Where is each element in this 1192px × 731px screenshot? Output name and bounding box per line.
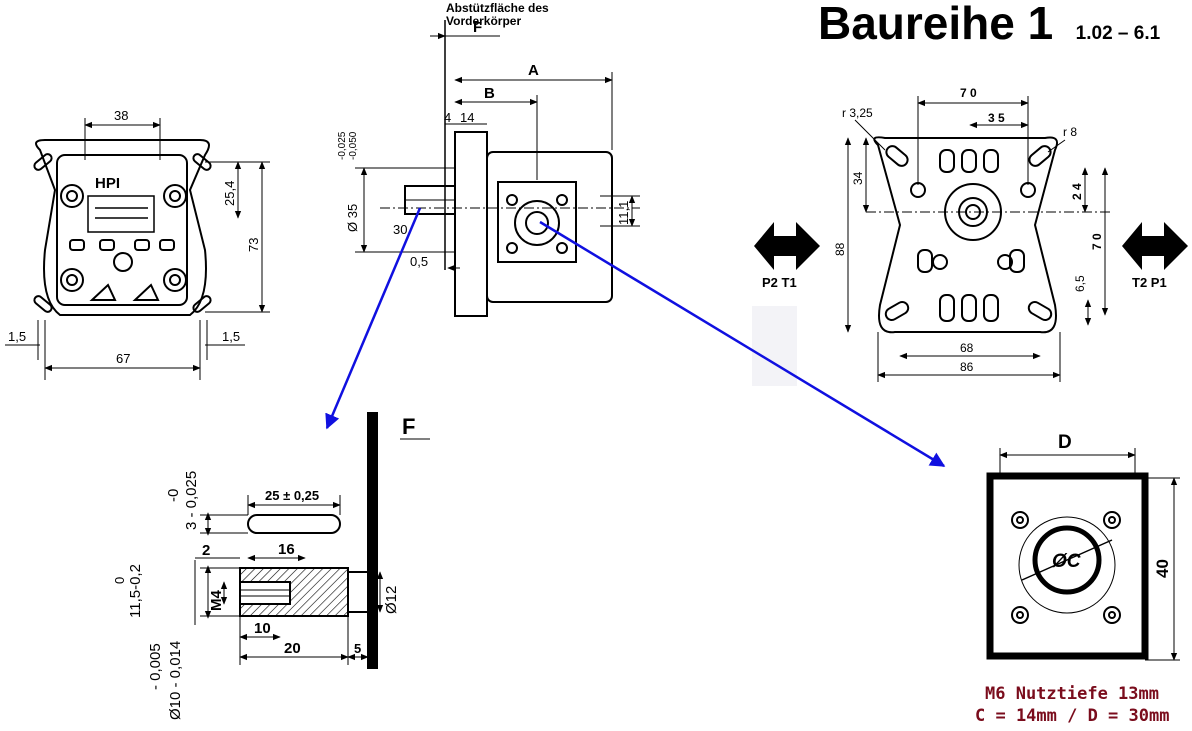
flange-view-labels: r 3,25 r 8 7 0 3 5 34 88 2 4 7 0 6,5 68 …: [833, 86, 1104, 374]
port-caption-line-1: M6 Nutztiefe 13mm: [985, 684, 1159, 704]
dim-side-tol: -0,025: [337, 131, 348, 160]
dim-front-width: 67: [116, 351, 130, 366]
dim-front-height-a: 25,4: [222, 181, 237, 206]
dim-thread: M4: [208, 590, 225, 611]
shaft-detail-labels: F 25 ± 0,25 -0 3 - 0,025 2 16 0 11,5-0,2…: [112, 414, 415, 720]
dim-side-dia: Ø 35: [345, 204, 360, 232]
side-body: [486, 151, 613, 303]
series-title: Baureihe 1 1.02 – 6.1: [818, 0, 1160, 50]
dim-side-gap: 0,5: [410, 254, 428, 269]
flow-arrow-right-in: [1122, 222, 1142, 270]
side-port: [497, 181, 577, 263]
series-title-range: 1.02 – 6.1: [1075, 23, 1161, 44]
dim-flange-w70: 7 0: [960, 86, 977, 100]
flow-arrow-left-in: [754, 222, 774, 270]
callout-arrow-port: [539, 220, 946, 468]
support-surface-note: Abstützfläche des Vorderkörper: [446, 2, 549, 28]
side-view-labels: F A B 4 14 -0,025 -0,050 Ø 35 30 0,5 11,…: [337, 19, 631, 269]
dim-key-tol-b: 3 - 0,025: [183, 471, 200, 530]
dim-front-height-b: 73: [246, 238, 261, 252]
port-caption-line-2: C = 14mm / D = 30mm: [975, 706, 1170, 726]
side-flange: [454, 131, 488, 317]
front-bolt-bl: [60, 268, 84, 292]
port-bore: [1032, 525, 1102, 595]
dim-side-14: 14: [460, 110, 474, 125]
dim-gap-2: 2: [202, 542, 210, 559]
front-view-dims: [5, 118, 270, 380]
side-view: [380, 20, 640, 317]
dim-flange-h24: 2 4: [1070, 183, 1084, 200]
dim-port-d: D: [1058, 432, 1072, 453]
dim-side-4: 4: [444, 110, 451, 125]
front-bolt-tl: [60, 184, 84, 208]
front-view: [33, 139, 212, 316]
series-title-main: Baureihe 1: [818, 0, 1054, 49]
shaft-collar: [347, 571, 369, 613]
dim-side-port: 11,1: [616, 201, 631, 225]
dim-dia-10: Ø10 - 0,014: [167, 641, 184, 720]
dim-flange-r8: r 8: [1063, 125, 1077, 139]
flange-outline: [873, 136, 1058, 334]
dim-height: 11,5-0,2: [127, 564, 144, 618]
dim-flange-w86: 86: [960, 360, 974, 374]
dim-len-10: 10: [254, 620, 271, 637]
flow-label-right: T2 P1: [1132, 275, 1167, 290]
front-window: [87, 195, 155, 233]
shaft-mounting-plate: [367, 412, 378, 669]
side-force-label: F: [473, 19, 482, 36]
callout-arrow-shaft: [325, 207, 422, 430]
dim-key-length: 25 ± 0,25: [265, 488, 319, 503]
dim-dia-12: Ø12: [383, 586, 400, 614]
dim-front-edge-left: 1,5: [8, 329, 26, 344]
shaft-detail-dims: [194, 438, 430, 665]
shaft-thread: [239, 581, 291, 605]
dim-len-20: 20: [284, 640, 301, 657]
dim-port-40: 40: [1153, 559, 1172, 578]
flange-view-dims: [844, 96, 1110, 382]
dim-flange-h70: 7 0: [1090, 233, 1104, 250]
port-frame: [986, 472, 1149, 660]
dim-flange-r325: r 3,25: [842, 106, 873, 120]
shaft-key: [247, 514, 341, 534]
dim-port-c: ØC: [1052, 551, 1081, 572]
dim-flange-h65: 6,5: [1073, 275, 1087, 292]
callout-arrows: [325, 207, 946, 468]
flange-view: [873, 136, 1058, 334]
port-detail-labels: D ØC 40: [1052, 432, 1172, 578]
flow-arrow-left-out: [796, 222, 820, 270]
front-bolt-br: [163, 268, 187, 292]
note-line-2: Vorderkörper: [446, 14, 522, 28]
front-logo: HPI: [95, 175, 120, 192]
front-bolt-tr: [163, 184, 187, 208]
dim-side-tol2: -0,050: [348, 131, 359, 160]
dim-side-angle: 30: [393, 222, 407, 237]
dim-flange-h88: 88: [833, 242, 847, 256]
flow-arrow-right-out: [1164, 222, 1188, 270]
shaft-force-label: F: [402, 414, 415, 439]
dim-flange-w68: 68: [960, 341, 974, 355]
dim-tol-0: 0: [112, 577, 127, 584]
side-view-dims: [355, 32, 640, 272]
dim-key-tol-a: -0: [165, 489, 182, 502]
dim-front-edge-right: 1,5: [222, 329, 240, 344]
dim-dia-tol: - 0,005: [147, 643, 164, 690]
dim-len-16: 16: [278, 541, 295, 558]
flow-label-left: P2 T1: [762, 275, 797, 290]
dim-flange-w35: 3 5: [988, 111, 1005, 125]
front-view-labels: HPI 38 25,4 73 67 1,5 1,5: [8, 108, 261, 366]
note-line-1: Abstützfläche des: [446, 1, 549, 15]
front-plate: [56, 154, 188, 306]
flow-arrows: P2 T1 T2 P1: [754, 222, 1188, 290]
port-detail-dims: [999, 448, 1180, 661]
dim-front-width-top: 38: [114, 108, 128, 123]
dim-length-b: B: [484, 85, 495, 102]
dim-length-a: A: [528, 62, 539, 79]
shaft-detail: [239, 412, 378, 669]
dim-flange-h34: 34: [851, 171, 865, 185]
port-detail: [986, 472, 1149, 660]
dim-len-5: 5: [354, 641, 361, 656]
front-center-port: [113, 252, 133, 272]
front-body-outline: [35, 139, 210, 316]
